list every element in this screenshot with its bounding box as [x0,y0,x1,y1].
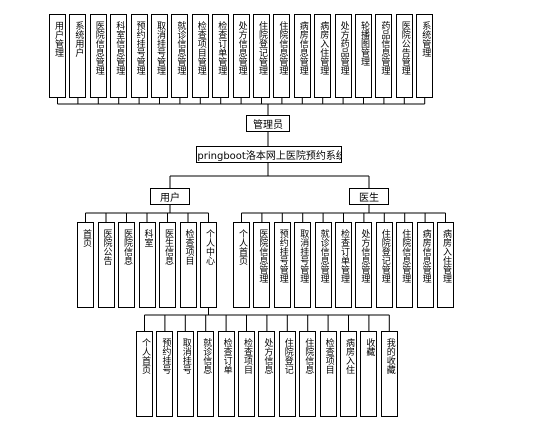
user-node: 用户 [150,188,190,205]
admin-child-3: 科室信息管理 [110,14,128,98]
admin-child-16: 药品信息管理 [375,14,393,98]
admin-child-9: 处方信息管理 [232,14,250,98]
admin-child-12: 病房信息管理 [293,14,311,98]
admin-child-17: 医院公告管理 [395,14,413,98]
user-child-1: 医院公告 [97,222,115,308]
center-child-2: 取消挂号 [176,331,194,417]
user-child-3: 科室 [138,222,156,308]
doctor-child-2: 预约挂号管理 [273,222,291,308]
admin-child-1: 系统用户 [69,14,87,98]
center-child-12: 我的收藏 [380,331,398,417]
center-child-3: 就诊信息 [197,331,215,417]
center-child-0: 个人首页 [136,331,153,417]
admin-child-8: 检查订单管理 [212,14,230,98]
doctor-child-10: 病房入住管理 [437,222,454,308]
doctor-child-5: 检查订单管理 [335,222,352,308]
doctor-child-1: 医院信息管理 [253,222,271,308]
center-child-5: 检查项目 [238,331,255,417]
admin-child-0: 用户管理 [49,14,66,98]
center-child-10: 病房入住 [340,331,357,417]
user-child-5: 检查项目 [179,222,197,308]
admin-child-13: 病房入住管理 [314,14,332,98]
admin-child-7: 检查项目管理 [191,14,209,98]
doctor-node: 医生 [349,188,389,205]
center-child-11: 收藏 [360,331,378,417]
user-child-4: 医生信息 [159,222,176,308]
user-child-6: 个人中心 [200,222,217,308]
admin-child-18: 系统管理 [416,14,434,98]
doctor-child-6: 处方信息管理 [355,222,373,308]
admin-child-14: 处方药品管理 [334,14,352,98]
admin-child-2: 医院信息管理 [89,14,107,98]
admin-child-10: 住院登记管理 [253,14,270,98]
center-child-9: 检查项目 [319,331,337,417]
center-child-8: 住院信息 [299,331,317,417]
doctor-child-3: 取消挂号管理 [294,222,312,308]
user-child-0: 首页 [77,222,94,308]
doctor-child-7: 住院登记管理 [375,222,393,308]
doctor-child-0: 个人首页 [233,222,250,308]
admin-child-15: 轮播图管理 [355,14,372,98]
doctor-child-9: 病房信息管理 [416,222,434,308]
admin-child-11: 住院信息管理 [273,14,291,98]
center-child-6: 处方信息 [258,331,276,417]
doctor-child-4: 就诊信息管理 [314,222,332,308]
admin-child-5: 取消挂号管理 [151,14,168,98]
doctor-child-8: 住院信息管理 [396,222,414,308]
center-child-7: 住院登记 [278,331,296,417]
admin-child-6: 就诊信息管理 [171,14,189,98]
user-child-2: 医院信息 [118,222,135,308]
center-child-4: 检查订单 [217,331,235,417]
center-child-1: 预约挂号 [156,331,174,417]
admin-child-4: 预约挂号管理 [130,14,148,98]
root-node: springboot洛本网上医院预约系统 [196,146,342,163]
admin-node: 管理员 [246,115,290,132]
